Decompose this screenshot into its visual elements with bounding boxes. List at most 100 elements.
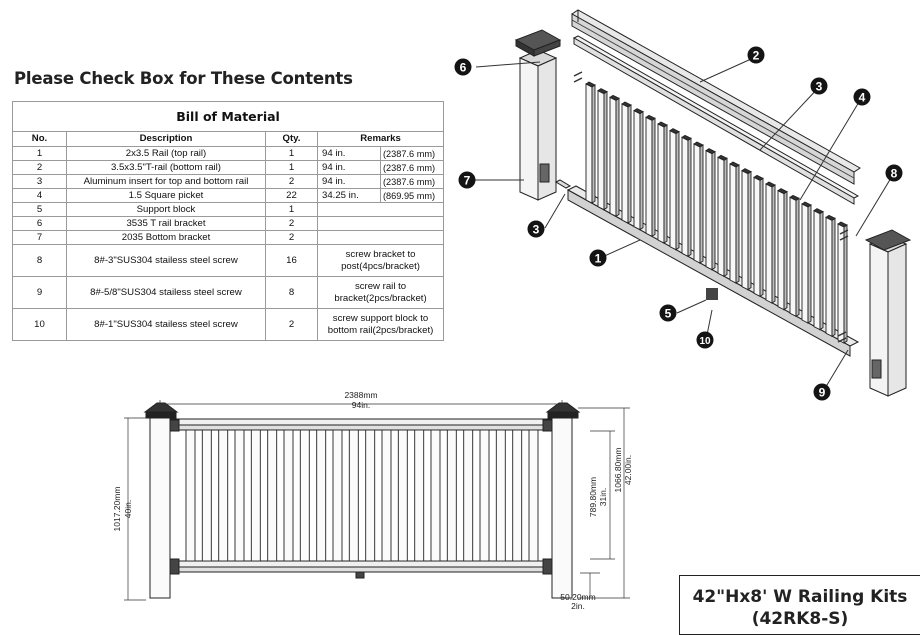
front-picket bbox=[250, 429, 261, 562]
picket-cap bbox=[597, 88, 608, 95]
picket bbox=[693, 143, 701, 264]
callout-label: 5 bbox=[665, 307, 672, 321]
front-picket bbox=[365, 429, 376, 562]
front-picket bbox=[381, 429, 392, 562]
support-block bbox=[706, 288, 718, 300]
table-row: 10 8#-1"SUS304 stailess steel screw 2 sc… bbox=[12, 308, 445, 341]
callout-1: 1 bbox=[589, 249, 607, 267]
title-line-1: 42"Hx8' W Railing Kits bbox=[692, 587, 908, 607]
picket bbox=[633, 109, 641, 231]
front-picket bbox=[414, 429, 425, 562]
picket-side bbox=[759, 177, 764, 298]
top-rail bbox=[571, 9, 861, 185]
front-picket bbox=[348, 429, 359, 562]
remark-line: bracket(2pcs/bracket) bbox=[334, 292, 427, 304]
front-picket bbox=[185, 429, 196, 562]
front-elevation-drawing bbox=[143, 402, 581, 599]
picket bbox=[645, 116, 653, 238]
picket-side bbox=[795, 197, 800, 318]
dim-inner-in: 31in. bbox=[598, 488, 608, 506]
dim-inner-mm: 789.80mm bbox=[588, 477, 598, 517]
picket-side bbox=[807, 204, 812, 324]
cell-no: 10 bbox=[12, 308, 67, 341]
picket-cap bbox=[657, 121, 668, 128]
callout-label: 9 bbox=[819, 386, 826, 400]
front-picket bbox=[430, 429, 441, 562]
table-row: 3 Aluminum insert for top and bottom rai… bbox=[12, 174, 445, 189]
front-picket bbox=[397, 429, 408, 562]
picket bbox=[657, 123, 665, 244]
picket bbox=[813, 209, 821, 331]
picket-cap bbox=[705, 148, 716, 155]
cell-description: 8#-5/8"SUS304 stailess steel screw bbox=[66, 276, 266, 309]
picket-side bbox=[699, 144, 704, 264]
picket-cap bbox=[681, 134, 692, 141]
dim-right-mm: 1066.80mm bbox=[613, 448, 623, 493]
picket bbox=[753, 176, 761, 298]
picket-cap bbox=[717, 154, 728, 161]
callout-2: 2 bbox=[747, 46, 765, 64]
cell-no: 8 bbox=[12, 244, 67, 277]
dim-width-in: 94in. bbox=[352, 400, 370, 410]
cell-no: 9 bbox=[12, 276, 67, 309]
picket bbox=[681, 136, 689, 258]
callout-label: 7 bbox=[464, 174, 471, 188]
left-post bbox=[514, 29, 562, 201]
picket bbox=[609, 96, 617, 218]
front-picket bbox=[283, 429, 294, 562]
picket-group bbox=[585, 81, 848, 344]
callout-label: 2 bbox=[753, 49, 760, 63]
remark-line: post(4pcs/bracket) bbox=[341, 260, 420, 272]
cell-remarks: screw rail to bracket(2pcs/bracket) bbox=[316, 276, 445, 309]
cell-description: 8#-1"SUS304 stailess steel screw bbox=[66, 308, 266, 341]
picket-side bbox=[615, 97, 620, 218]
picket-side bbox=[711, 150, 716, 271]
callout-3-secondary: 3 bbox=[527, 220, 545, 238]
callout-6: 6 bbox=[454, 58, 472, 76]
callout-label: 3 bbox=[533, 223, 540, 237]
dim-right-in: 42.00in. bbox=[623, 455, 633, 485]
picket-side bbox=[747, 170, 752, 291]
table-row: 6 3535 T rail bracket 2 bbox=[12, 216, 445, 231]
cell-qty: 16 bbox=[265, 244, 318, 277]
picket-cap bbox=[645, 114, 656, 121]
front-picket bbox=[479, 429, 490, 562]
picket bbox=[717, 156, 725, 278]
dim-width-mm: 2388mm bbox=[344, 390, 377, 400]
picket-cap bbox=[753, 174, 764, 181]
remark-line: screw bracket to bbox=[345, 248, 416, 260]
picket-side bbox=[675, 130, 680, 251]
callout-label: 1 bbox=[595, 252, 602, 266]
picket bbox=[825, 216, 833, 338]
picket-cap bbox=[813, 208, 824, 215]
picket-cap bbox=[765, 181, 776, 188]
front-picket bbox=[316, 429, 327, 562]
picket-side bbox=[831, 217, 836, 338]
picket bbox=[705, 149, 713, 271]
callout-label: 4 bbox=[859, 91, 866, 105]
cell-qty: 2 bbox=[265, 308, 318, 341]
dim-gap-mm: 50.20mm bbox=[560, 592, 595, 602]
picket-cap bbox=[609, 94, 620, 101]
dim-left-in: 40in. bbox=[123, 500, 133, 518]
dim-left-mm: 1017.20mm bbox=[112, 487, 122, 532]
picket-cap bbox=[669, 128, 680, 135]
picket-side bbox=[663, 124, 668, 244]
cell-remarks: screw support block to bottom rail(2pcs/… bbox=[316, 308, 445, 341]
picket bbox=[801, 203, 809, 324]
picket-side bbox=[735, 164, 740, 284]
picket bbox=[837, 223, 845, 344]
title-block: 42"Hx8' W Railing Kits (42RK8-S) bbox=[679, 575, 920, 635]
picket-side bbox=[819, 210, 824, 331]
front-picket bbox=[512, 429, 523, 562]
rail-insert bbox=[572, 35, 860, 205]
picket-cap bbox=[741, 168, 752, 175]
screw-marks bbox=[573, 71, 849, 343]
callout-8: 8 bbox=[885, 164, 903, 182]
picket-side bbox=[591, 84, 596, 204]
callout-label: 3 bbox=[816, 80, 823, 94]
picket-side bbox=[783, 190, 788, 311]
table-row: 2 3.5x3.5"T-rail (bottom rail) 1 94 in. … bbox=[12, 160, 445, 175]
table-row: 9 8#-5/8"SUS304 stailess steel screw 8 s… bbox=[12, 276, 445, 309]
